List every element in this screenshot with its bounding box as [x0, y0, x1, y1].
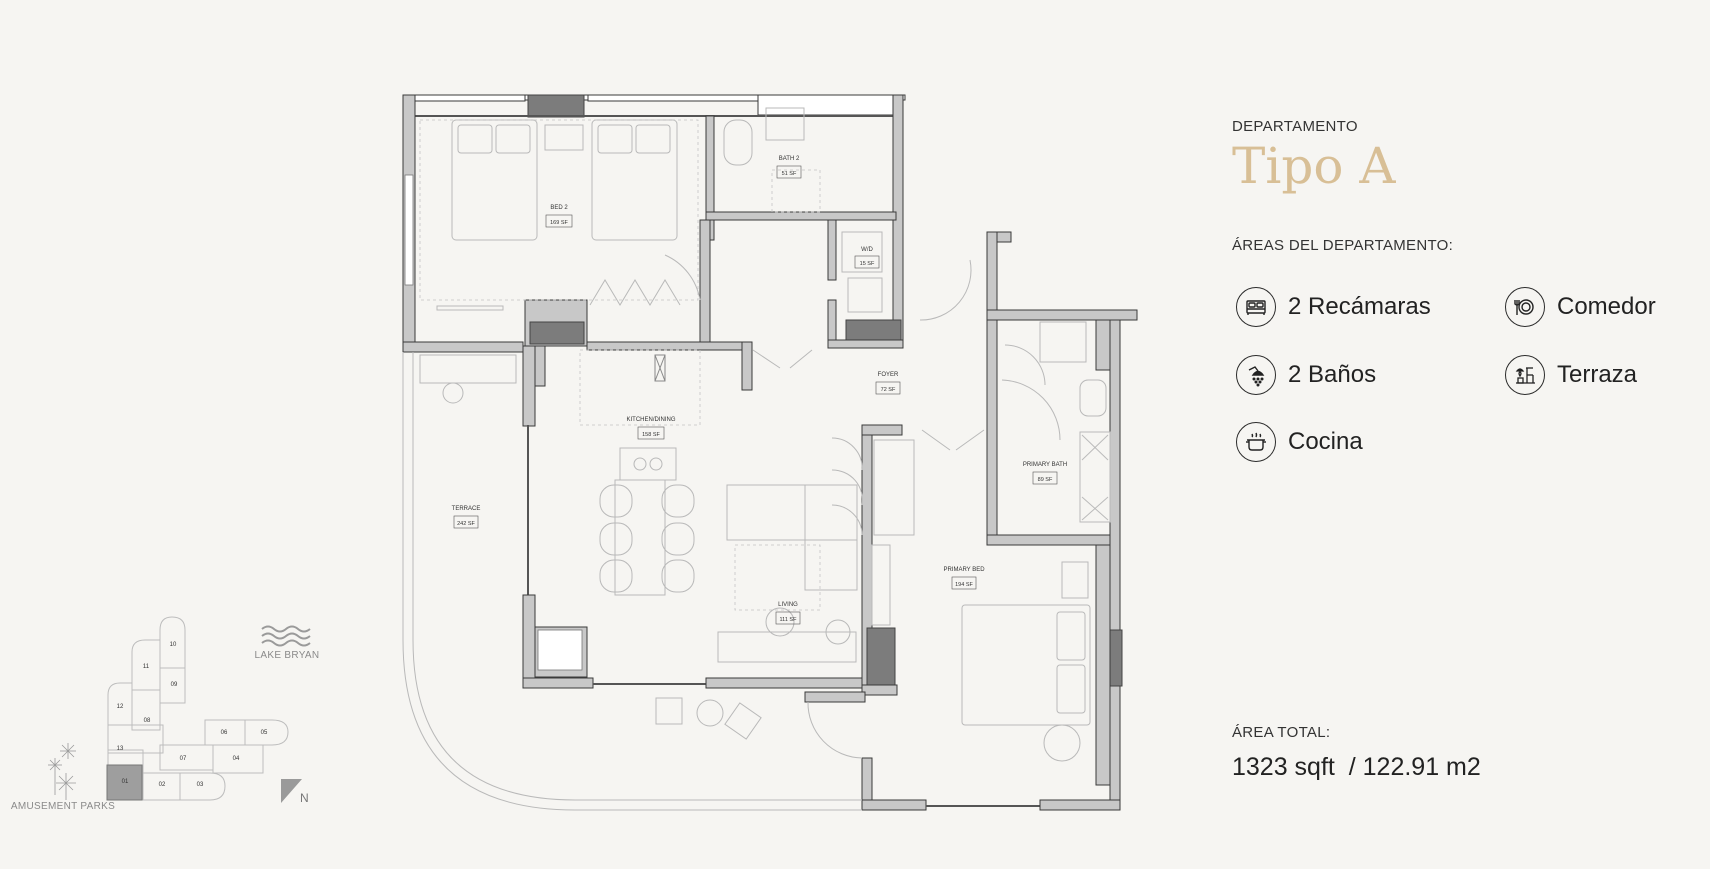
svg-text:AMUSEMENT PARKS: AMUSEMENT PARKS — [11, 801, 115, 812]
room-living: LIVING 111 SF — [775, 602, 801, 625]
amenity-bathrooms: 2 Baños — [1236, 355, 1376, 395]
svg-text:07: 07 — [180, 756, 187, 762]
room-primary-bath: PRIMARY BATH 89 SF — [1023, 462, 1067, 485]
unit-type-label: DEPARTAMENTO — [1232, 118, 1358, 135]
total-area: ÁREA TOTAL: 1323 sqft / 122.91 m2 — [1232, 724, 1481, 782]
svg-text:89 SF: 89 SF — [1038, 477, 1053, 483]
svg-text:01: 01 — [122, 779, 129, 785]
terrace-plant-icon — [1505, 355, 1545, 395]
svg-text:LAKE BRYAN: LAKE BRYAN — [255, 650, 320, 661]
svg-text:111 SF: 111 SF — [780, 617, 798, 623]
room-terrace: TERRACE 242 SF — [452, 506, 481, 529]
unit-title: Tipo A — [1232, 137, 1396, 195]
floor-plan-room-labels: BED 2 169 SF BATH 2 51 SF W/D 15 SF FOYE… — [452, 156, 1067, 625]
svg-text:PRIMARY BED: PRIMARY BED — [943, 567, 985, 573]
total-area-heading: ÁREA TOTAL: — [1232, 724, 1331, 741]
amenity-dining-label: Comedor — [1557, 293, 1656, 320]
room-primary-bed: PRIMARY BED 194 SF — [943, 567, 985, 590]
key-plan: 10 11 09 12 08 06 05 13 07 04 01 02 03 L… — [11, 616, 320, 812]
svg-text:FOYER: FOYER — [878, 372, 899, 378]
svg-text:15 SF: 15 SF — [860, 261, 875, 267]
amenity-bedrooms-label: 2 Recámaras — [1288, 293, 1431, 320]
room-bath-2: BATH 2 51 SF — [776, 156, 802, 179]
svg-text:09: 09 — [171, 682, 178, 688]
svg-text:13: 13 — [117, 746, 124, 752]
svg-text:03: 03 — [197, 782, 204, 788]
amenity-bedrooms: 2 Recámaras — [1236, 287, 1431, 327]
floor-plan-walls — [402, 94, 1138, 811]
svg-text:BATH 2: BATH 2 — [779, 156, 800, 162]
svg-text:51 SF: 51 SF — [782, 171, 797, 177]
svg-text:KITCHEN/DINING: KITCHEN/DINING — [626, 417, 675, 423]
svg-text:06: 06 — [221, 730, 228, 736]
svg-text:10: 10 — [170, 642, 177, 648]
total-area-value: 1323 sqft / 122.91 m2 — [1232, 753, 1481, 781]
cooking-pot-icon — [1236, 422, 1276, 462]
svg-text:11: 11 — [143, 664, 150, 670]
svg-text:BED 2: BED 2 — [550, 205, 568, 211]
bed-icon — [1236, 287, 1276, 327]
amenity-kitchen: Cocina — [1236, 422, 1363, 462]
room-kitchen-dining: KITCHEN/DINING 158 SF — [626, 417, 676, 440]
floor-plan-furniture — [419, 107, 1111, 762]
svg-text:N: N — [300, 791, 309, 805]
unit-info-panel: DEPARTAMENTO Tipo A ÁREAS DEL DEPARTAMEN… — [1232, 118, 1692, 254]
amenity-terrace-label: Terraza — [1557, 361, 1638, 388]
lake-waves-icon — [261, 625, 311, 647]
svg-text:05: 05 — [261, 730, 268, 736]
svg-text:02: 02 — [159, 782, 166, 788]
north-arrow-icon: N — [281, 779, 309, 805]
dining-plate-icon — [1505, 287, 1545, 327]
room-bed-2: BED 2 169 SF — [545, 205, 573, 228]
svg-text:PRIMARY BATH: PRIMARY BATH — [1023, 462, 1067, 468]
svg-text:04: 04 — [233, 756, 240, 762]
shower-icon — [1236, 355, 1276, 395]
amenity-kitchen-label: Cocina — [1288, 428, 1363, 455]
svg-text:158 SF: 158 SF — [642, 432, 660, 438]
room-foyer: FOYER 72 SF — [875, 372, 901, 395]
amenity-dining: Comedor — [1505, 287, 1656, 327]
svg-text:08: 08 — [144, 718, 151, 724]
svg-text:242 SF: 242 SF — [457, 521, 475, 527]
svg-text:194 SF: 194 SF — [955, 582, 973, 588]
svg-text:W/D: W/D — [861, 247, 873, 253]
amenity-terrace: Terraza — [1505, 355, 1637, 395]
svg-text:12: 12 — [117, 704, 124, 710]
amenity-bathrooms-label: 2 Baños — [1288, 361, 1377, 388]
fireworks-icon — [48, 743, 76, 800]
svg-text:169 SF: 169 SF — [550, 220, 568, 226]
svg-text:72 SF: 72 SF — [881, 387, 896, 393]
svg-text:LIVING: LIVING — [778, 602, 798, 608]
svg-text:TERRACE: TERRACE — [452, 506, 481, 512]
amenities-heading: ÁREAS DEL DEPARTAMENTO: — [1232, 237, 1454, 254]
room-wd: W/D 15 SF — [854, 247, 880, 269]
